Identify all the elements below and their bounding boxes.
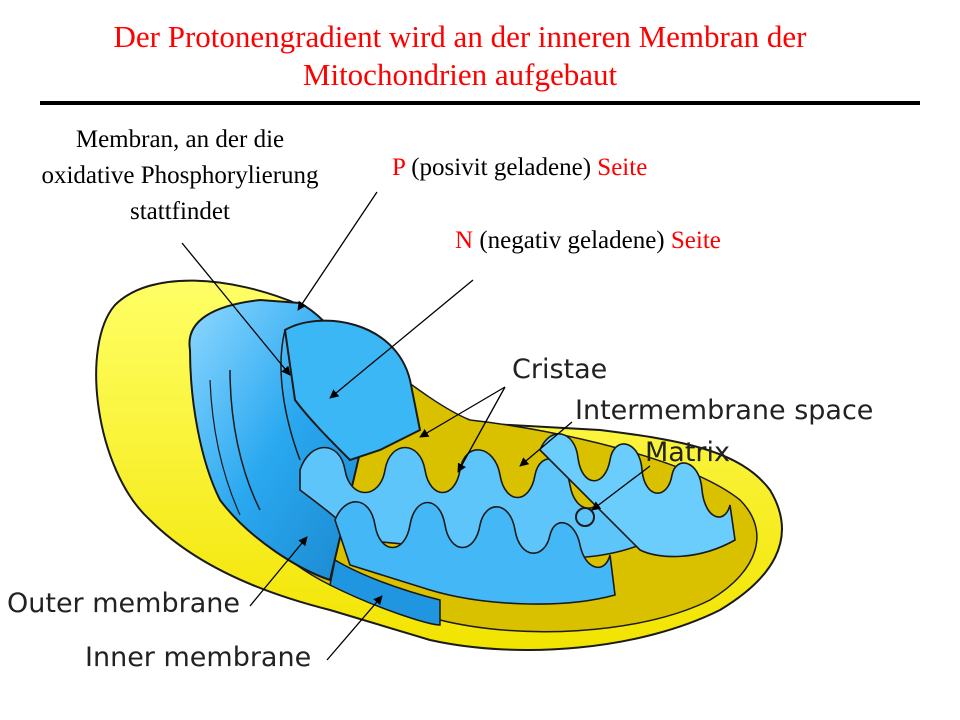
p-side-label: P (posivit geladene) Seite: [392, 154, 647, 182]
intermembrane-space-label: Intermembrane space: [575, 395, 874, 426]
p-side-letter: P: [392, 154, 405, 181]
matrix-label: Matrix: [645, 437, 731, 468]
n-side-letter: N: [455, 227, 474, 254]
inner-membrane-arch: [283, 319, 422, 462]
membrane-site-line-2: oxidative Phosphorylierung: [41, 162, 319, 189]
title-line-2: Mitochondrien aufgebaut: [302, 57, 618, 92]
membrane-site-line-3: stattfindet: [130, 198, 230, 225]
outer-membrane-label: Outer membrane: [7, 588, 240, 619]
title-line-1: Der Protonengradient wird an der inneren…: [113, 19, 807, 54]
n-side-word: Seite: [670, 227, 721, 254]
membrane-site-line-1: Membran, an der die: [75, 126, 285, 153]
membrane-site-label: Membran, an der die oxidative Phosphoryl…: [0, 122, 360, 230]
page-title: Der Protonengradient wird an der inneren…: [0, 18, 920, 94]
p-side-text: (posivit geladene): [404, 154, 598, 181]
n-side-label: N (negativ geladene) Seite: [455, 227, 721, 255]
inner-membrane-edge: [329, 558, 441, 626]
inner-membrane-label: Inner membrane: [85, 642, 312, 673]
cristae-label: Cristae: [512, 354, 608, 385]
p-side-word: Seite: [597, 154, 648, 181]
title-underline: [40, 101, 920, 105]
matrix-marker: [575, 507, 595, 527]
cristae-folds: [299, 433, 736, 605]
n-side-text: (negativ geladene): [473, 227, 671, 254]
